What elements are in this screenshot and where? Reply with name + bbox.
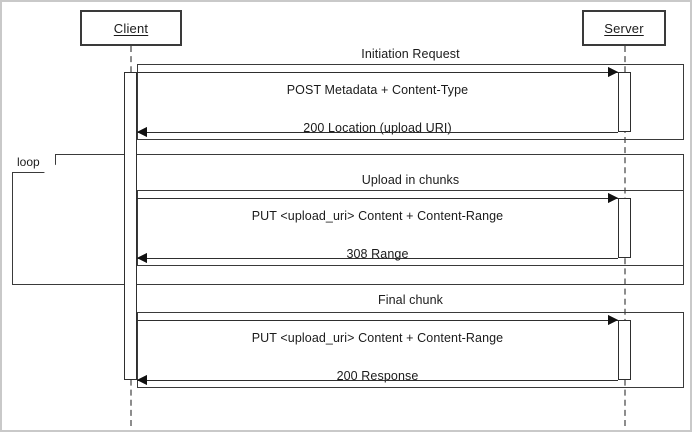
arrow-head-200-response-tip: [137, 375, 147, 385]
group-title-upload-chunks: Upload in chunks: [361, 173, 460, 187]
loop-fragment-label: loop: [12, 154, 56, 173]
message-label-put-chunk: PUT <upload_uri> Content + Content-Range: [251, 209, 504, 223]
activation-bar-server-final: [618, 320, 631, 380]
activation-bar-server-chunk: [618, 198, 631, 258]
activation-bar-client: [124, 72, 137, 380]
message-label-200-location: 200 Location (upload URI): [303, 121, 452, 135]
participant-client-label: Client: [113, 20, 149, 36]
group-box-initiation: [137, 64, 684, 140]
group-box-upload-chunks: [137, 190, 684, 266]
activation-bar-server-initiation: [618, 72, 631, 132]
arrow-head-put-chunk-tip: [608, 193, 618, 203]
message-line-308-range: [137, 258, 618, 259]
participant-server-label: Server: [604, 20, 644, 36]
message-label-put-final: PUT <upload_uri> Content + Content-Range: [251, 331, 504, 345]
participant-server[interactable]: Server: [582, 10, 666, 46]
arrow-head-post-metadata-tip: [608, 67, 618, 77]
arrow-head-308-range-tip: [137, 253, 147, 263]
message-label-post-metadata: POST Metadata + Content-Type: [286, 83, 469, 97]
arrow-head-200-location-tip: [137, 127, 147, 137]
group-title-initiation: Initiation Request: [361, 47, 460, 61]
group-box-final-chunk: [137, 312, 684, 388]
message-line-put-chunk: [137, 198, 618, 199]
message-label-308-range: 308 Range: [346, 247, 409, 261]
message-label-200-response: 200 Response: [336, 369, 419, 383]
message-line-put-final: [137, 320, 618, 321]
participant-client[interactable]: Client: [80, 10, 182, 46]
group-title-final-chunk: Final chunk: [377, 293, 444, 307]
message-line-200-location: [137, 132, 618, 133]
message-line-200-response: [137, 380, 618, 381]
arrow-head-put-final-tip: [608, 315, 618, 325]
message-line-post-metadata: [137, 72, 618, 73]
